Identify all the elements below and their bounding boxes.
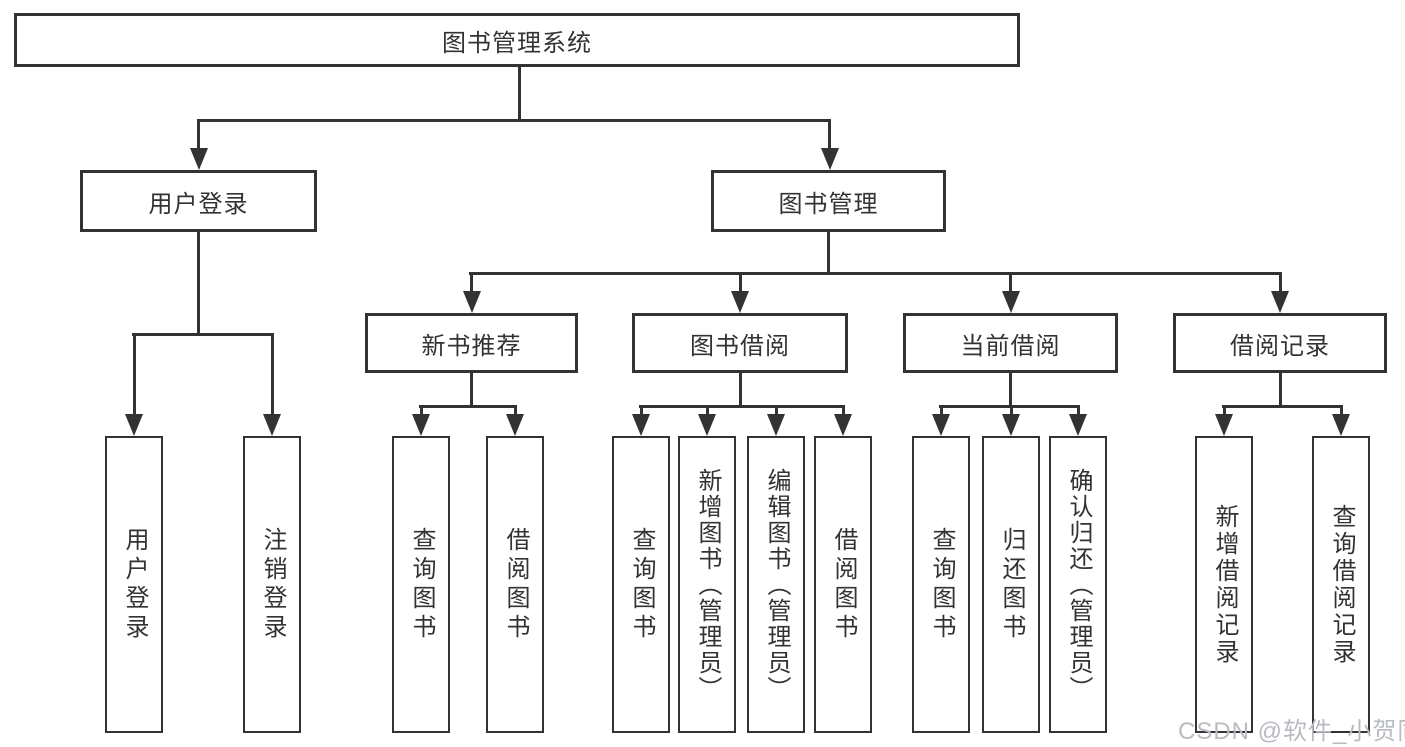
- connector-mgmt-stem: [827, 232, 830, 275]
- arrow-down-icon: [834, 414, 852, 436]
- node-current-borrow: 当前借阅: [903, 313, 1118, 373]
- leaf-borrow-book-recommend-label: 借阅图书: [502, 526, 529, 643]
- connector-recommend-bar: [419, 405, 516, 408]
- node-book-management-label: 图书管理: [778, 190, 879, 218]
- leaf-borrow-book-recommend: 借阅图书: [486, 436, 544, 733]
- arrow-down-icon: [125, 414, 143, 436]
- connector-arrow-stem: [939, 405, 943, 416]
- connector-arrow-stem: [197, 119, 200, 150]
- arrow-down-icon: [698, 414, 716, 436]
- leaf-borrow-book-label: 借阅图书: [830, 526, 857, 643]
- connector-arrow-stem: [1009, 405, 1013, 416]
- leaf-query-book-recommend: 查询图书: [392, 436, 450, 733]
- leaf-query-book-current-label: 查询图书: [928, 526, 955, 643]
- leaf-user-login-label: 用户登录: [121, 526, 148, 643]
- arrow-down-icon: [731, 291, 749, 313]
- leaf-query-book-borrow: 查询图书: [612, 436, 670, 733]
- connector-arrow-stem: [132, 333, 136, 416]
- leaf-add-book-admin: 新增图书（管理员）: [678, 436, 736, 733]
- connector-login-bar: [132, 333, 273, 336]
- node-user-login-label: 用户登录: [148, 190, 249, 218]
- arrow-down-icon: [1069, 414, 1087, 436]
- connector-arrow-stem: [841, 405, 845, 416]
- leaf-return-book-label: 归还图书: [998, 526, 1025, 643]
- node-book-borrow-label: 图书借阅: [690, 332, 790, 360]
- arrow-down-icon: [1271, 291, 1289, 313]
- connector-arrow-stem: [828, 119, 831, 150]
- connector-arrow-stem: [1278, 272, 1282, 294]
- arrow-down-icon: [1332, 414, 1350, 436]
- leaf-logout-label: 注销登录: [259, 526, 286, 643]
- node-book-management: 图书管理: [711, 170, 946, 232]
- connector-root-stem: [518, 67, 521, 120]
- leaf-confirm-return-admin-label: 确认归还（管理员）: [1065, 467, 1092, 702]
- leaf-user-login: 用户登录: [105, 436, 163, 733]
- leaf-query-book-recommend-label: 查询图书: [408, 526, 435, 643]
- connector-borrow-bar: [639, 405, 844, 408]
- arrow-down-icon: [263, 414, 281, 436]
- leaf-query-borrow-record-label: 查询借阅记录: [1328, 503, 1355, 666]
- connector-arrow-stem: [1222, 405, 1226, 416]
- arrow-down-icon: [189, 148, 208, 170]
- connector-arrow-stem: [1076, 405, 1080, 416]
- connector-records-stem: [1278, 373, 1282, 408]
- connector-arrow-stem: [419, 405, 423, 416]
- arrow-down-icon: [412, 414, 430, 436]
- connector-arrow-stem: [470, 272, 473, 294]
- connector-borrow-stem: [738, 373, 742, 408]
- arrow-down-icon: [506, 414, 524, 436]
- arrow-down-icon: [1215, 414, 1233, 436]
- leaf-edit-book-admin-label: 编辑图书（管理员）: [763, 467, 790, 702]
- connector-arrow-stem: [1009, 272, 1012, 294]
- connector-arrow-stem: [774, 405, 778, 416]
- leaf-edit-book-admin: 编辑图书（管理员）: [747, 436, 805, 733]
- node-current-borrow-label: 当前借阅: [960, 332, 1061, 360]
- node-user-login: 用户登录: [80, 170, 317, 232]
- node-borrow-record-label: 借阅记录: [1230, 332, 1330, 360]
- leaf-logout: 注销登录: [243, 436, 301, 733]
- leaf-return-book: 归还图书: [982, 436, 1040, 733]
- leaf-confirm-return-admin: 确认归还（管理员）: [1049, 436, 1107, 733]
- connector-arrow-stem: [513, 405, 517, 416]
- node-new-book-recommend-label: 新书推荐: [421, 332, 522, 360]
- connector-recommend-stem: [470, 373, 473, 408]
- connector-mgmt-bar: [469, 272, 1282, 275]
- arrow-down-icon: [1002, 414, 1020, 436]
- csdn-watermark: CSDN @软件_小贺同学: [1178, 718, 1405, 745]
- connector-arrow-stem: [705, 405, 709, 416]
- arrow-down-icon: [767, 414, 785, 436]
- arrow-down-icon: [1001, 291, 1020, 313]
- arrow-down-icon: [820, 148, 839, 170]
- arrow-down-icon: [632, 414, 650, 436]
- root-node-label: 图书管理系统: [442, 29, 592, 57]
- arrow-down-icon: [932, 414, 950, 436]
- leaf-query-book-current: 查询图书: [912, 436, 970, 733]
- node-new-book-recommend: 新书推荐: [365, 313, 578, 373]
- connector-arrow-stem: [738, 272, 742, 294]
- leaf-query-book-borrow-label: 查询图书: [628, 526, 655, 643]
- leaf-add-borrow-record-label: 新增借阅记录: [1211, 503, 1238, 666]
- leaf-query-borrow-record: 查询借阅记录: [1312, 436, 1370, 733]
- arrow-down-icon: [462, 291, 481, 313]
- root-node-library-system: 图书管理系统: [14, 13, 1020, 67]
- node-borrow-record: 借阅记录: [1173, 313, 1387, 373]
- connector-current-stem: [1009, 373, 1012, 408]
- connector-root-bar: [197, 119, 831, 122]
- connector-arrow-stem: [1339, 405, 1343, 416]
- node-book-borrow: 图书借阅: [632, 313, 848, 373]
- leaf-add-book-admin-label: 新增图书（管理员）: [694, 467, 721, 702]
- connector-arrow-stem: [639, 405, 643, 416]
- connector-arrow-stem: [270, 333, 274, 416]
- leaf-borrow-book: 借阅图书: [814, 436, 872, 733]
- leaf-add-borrow-record: 新增借阅记录: [1195, 436, 1253, 733]
- connector-records-bar: [1222, 405, 1342, 408]
- connector-login-stem: [197, 232, 200, 336]
